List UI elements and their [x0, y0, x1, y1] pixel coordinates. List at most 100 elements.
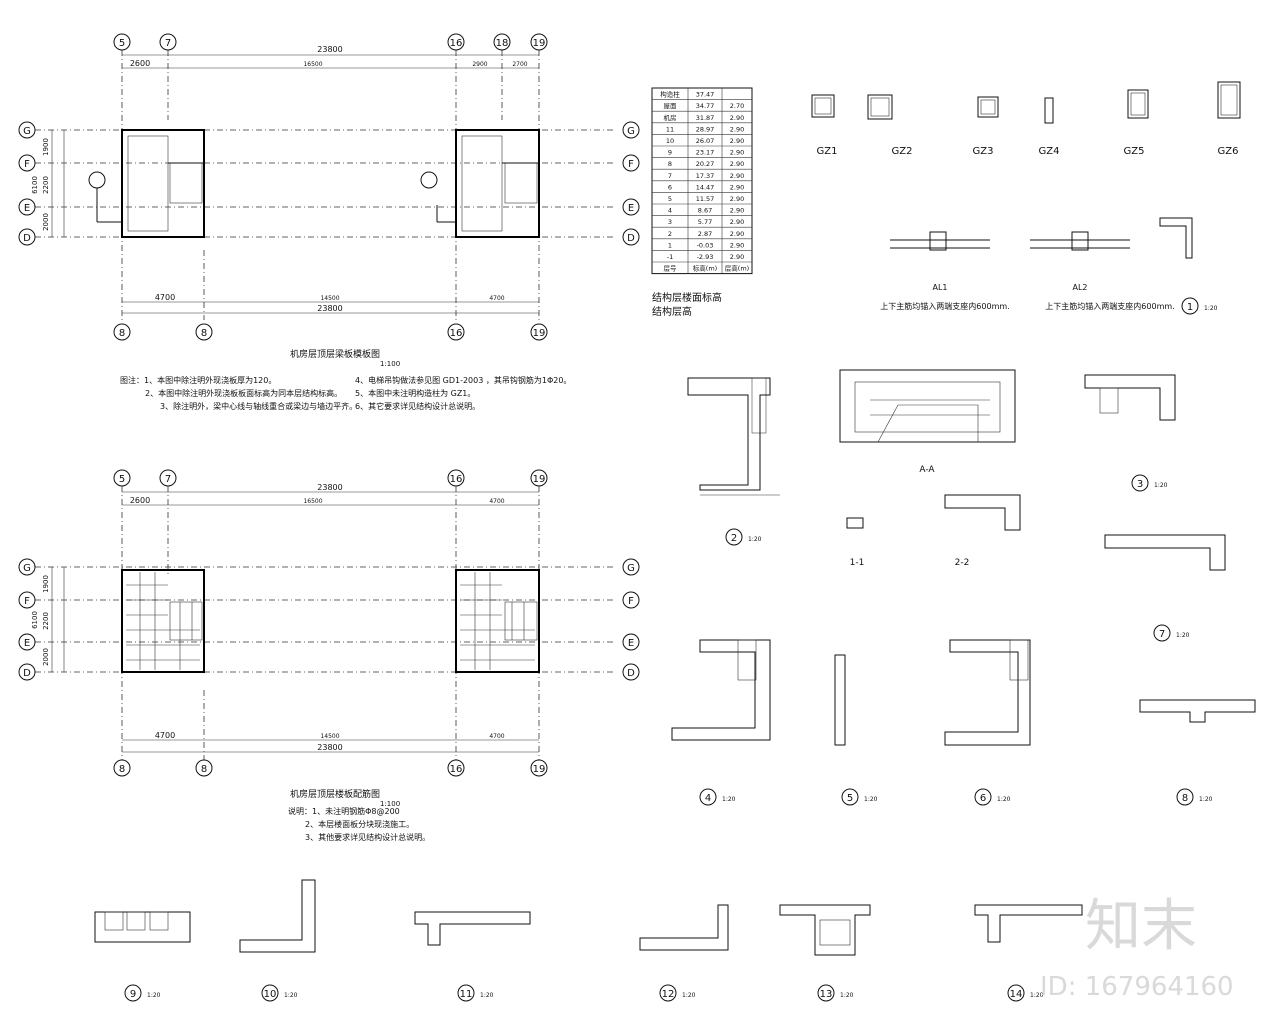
detail-scale: 1:20: [997, 796, 1011, 803]
table-cell: 37.47: [696, 91, 715, 99]
axis-bubble: E: [24, 638, 30, 649]
axis-bubble: 8: [119, 328, 125, 339]
table-cell: 5.77: [698, 218, 712, 226]
table-cell: 2.90: [730, 218, 744, 226]
table-cell: 2.90: [730, 241, 744, 249]
dimension-overall: 23800: [317, 45, 342, 54]
detail-scale: 1:20: [840, 992, 854, 999]
table-cell: 9: [668, 149, 672, 157]
dimension-segment: 2600: [130, 496, 150, 505]
axis-bubble: 16: [450, 474, 463, 485]
dimension-segment: 4700: [489, 498, 504, 505]
table-cell: 14.47: [696, 183, 715, 191]
note-line: 图注：1、本图中除注明外现浇板厚为120。: [120, 375, 276, 385]
table-cell: 11: [666, 125, 674, 133]
axis-bubble: 19: [533, 474, 546, 485]
axis-bubble: D: [23, 233, 31, 244]
section-details-bottom: [94, 879, 1083, 1002]
dimension-segment: 4700: [489, 733, 504, 740]
note-line: 6、其它要求详见结构设计总说明。: [355, 401, 480, 411]
table-cell: 2.90: [730, 253, 744, 261]
table-cell: 构造柱: [660, 90, 680, 99]
detail-scale: 1:20: [284, 992, 298, 999]
table-cell: -0.03: [697, 241, 714, 249]
axis-bubble: G: [23, 563, 31, 574]
dimension-overall: 6100: [31, 611, 39, 629]
note-line: 4、电梯吊钩做法参见图 GD1-2003 ，其吊钩钢筋为1Φ20。: [355, 375, 571, 385]
table-caption: 结构层楼面标高: [652, 291, 722, 304]
axis-bubble: 8: [201, 328, 207, 339]
dimension-segment: 2000: [42, 648, 50, 666]
detail-scale: 1:20: [1204, 305, 1218, 312]
table-cell: 屋面: [664, 102, 678, 110]
table-cell: 2.90: [730, 207, 744, 215]
note-line: 3、其他要求详见结构设计总说明。: [305, 832, 430, 842]
axis-bubble: 19: [533, 764, 546, 775]
beam-label: AL1: [932, 283, 947, 292]
drawing-title: 机房层顶层梁板模板图: [290, 348, 380, 360]
axis-bubble: 16: [450, 38, 463, 49]
table-cell: 8.67: [698, 207, 712, 215]
dimension-segment: 2200: [42, 612, 50, 630]
beam-note: 上下主筋均锚入两端支座内600mm.: [1045, 301, 1174, 311]
dimension-segment: 1900: [42, 575, 50, 593]
axis-bubble: 5: [119, 38, 125, 49]
detail-scale: 1:20: [1154, 482, 1168, 489]
detail-number: 1: [1187, 302, 1193, 313]
axis-bubble: 16: [450, 764, 463, 775]
plan-bottom: 5 7 16 19 23800 2600 16500 4700 G F E D …: [18, 469, 640, 842]
section-label: A-A: [919, 465, 935, 475]
axis-bubble: 7: [165, 38, 171, 49]
axis-bubble: D: [627, 668, 635, 679]
axis-bubble: 5: [119, 474, 125, 485]
dimension-segment: 1900: [42, 138, 50, 156]
column-label: GZ3: [973, 146, 994, 157]
column-label: GZ1: [817, 146, 838, 157]
axis-bubble: 19: [533, 328, 546, 339]
axis-bubble: F: [24, 596, 30, 607]
note-line: 3、除注明外，梁中心线与轴线重合或梁边与墙边平齐。: [160, 401, 357, 411]
table-cell: 6: [668, 183, 672, 191]
detail-number: 5: [847, 793, 853, 804]
axis-bubble: F: [628, 159, 634, 170]
note-line: 2、本层楼面板分块现浇施工。: [305, 819, 414, 829]
dimension-overall: 23800: [317, 483, 342, 492]
table-cell: 4: [668, 207, 672, 215]
watermark-id: ID: 167964160: [1040, 972, 1234, 1002]
axis-bubble: 8: [119, 764, 125, 775]
table-cell: 2: [668, 230, 672, 238]
table-cell: 层号: [664, 265, 678, 273]
column-label: GZ5: [1124, 146, 1145, 157]
table-cell: 7: [668, 172, 672, 180]
table-cell: 机房: [664, 113, 677, 122]
detail-scale: 1:20: [722, 796, 736, 803]
section-details-lower: [671, 639, 1256, 806]
table-cell: 2.90: [730, 183, 744, 191]
beam-label: AL2: [1072, 283, 1087, 292]
detail-number: 4: [705, 793, 711, 804]
drawing-scale: 1:100: [380, 360, 400, 368]
detail-number: 10: [264, 989, 277, 1000]
axis-bubble: D: [23, 668, 31, 679]
table-cell: 1: [668, 241, 672, 249]
axis-bubble: G: [23, 126, 31, 137]
watermark-logo: 知末: [1085, 894, 1197, 959]
column-label: GZ4: [1039, 146, 1060, 157]
table-cell: 2.90: [730, 160, 744, 168]
dimension-segment: 2000: [42, 213, 50, 231]
section-label: 2-2: [955, 558, 970, 568]
dimension-segment: 4700: [155, 731, 175, 740]
axis-bubble: 19: [533, 38, 546, 49]
detail-scale: 1:20: [864, 796, 878, 803]
detail-scale: 1:20: [1030, 992, 1044, 999]
plan-top: 5 7 16 18 19 23800 2600 16500 2900 2700 …: [18, 33, 640, 411]
drawing-title: 机房层顶层楼板配筋图: [290, 788, 380, 800]
dimension-segment: 2200: [42, 176, 50, 194]
table-cell: -1: [667, 253, 673, 261]
table-cell: 5: [668, 195, 672, 203]
detail-scale: 1:20: [480, 992, 494, 999]
detail-number: 7: [1159, 629, 1165, 640]
